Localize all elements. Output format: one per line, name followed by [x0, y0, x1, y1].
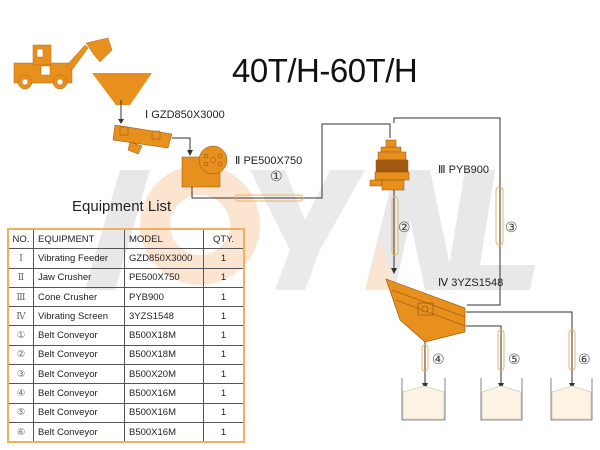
header-qty: QTY.: [203, 228, 245, 250]
cell-equipment: Belt Conveyor: [33, 421, 125, 443]
cell-model: PYB900: [124, 286, 204, 308]
cell-model: B500X20M: [124, 364, 204, 385]
cell-model: 3YZS1548: [124, 306, 204, 327]
cell-no: ⑤: [7, 402, 34, 423]
cell-equipment: Vibrating Screen: [33, 306, 125, 327]
cell-qty: 1: [203, 383, 245, 404]
vibrating-screen-icon: [385, 278, 466, 343]
cell-qty: 1: [203, 306, 245, 327]
conveyor-3-label: ③: [505, 220, 518, 236]
cell-equipment: Cone Crusher: [33, 286, 125, 308]
conveyor-1-label: ①: [270, 169, 283, 185]
cell-no: Ⅳ: [7, 306, 34, 327]
hopper-icon: [92, 73, 152, 105]
cell-no: ③: [7, 364, 34, 385]
cell-equipment: Vibrating Feeder: [33, 248, 125, 269]
cell-qty: 1: [203, 267, 245, 288]
cone-crusher-icon: [369, 139, 410, 191]
vibrating-feeder-icon: [112, 124, 173, 155]
feeder-label: Ⅰ GZD850X3000: [145, 109, 225, 121]
cell-qty: 1: [203, 344, 245, 366]
cell-qty: 1: [203, 325, 245, 346]
cone-crusher-label: Ⅲ PYB900: [438, 164, 490, 176]
cell-equipment: Belt Conveyor: [33, 383, 125, 404]
conveyor-2-label: ②: [398, 220, 411, 236]
header-model: MODEL: [124, 228, 204, 250]
cell-model: B500X16M: [124, 402, 204, 423]
conveyor-4-label: ④: [432, 352, 445, 368]
cell-model: PE500X750: [124, 267, 204, 288]
wheel-loader-icon: [13, 37, 113, 90]
cell-equipment: Belt Conveyor: [33, 344, 125, 366]
cell-no: Ⅲ: [7, 286, 34, 308]
cell-no: ①: [7, 325, 34, 346]
cell-no: Ⅰ: [7, 248, 34, 269]
cell-model: B500X18M: [124, 325, 204, 346]
equipment-list-heading: Equipment List: [72, 198, 172, 215]
cell-model: B500X18M: [124, 344, 204, 366]
stockpile-bins: [401, 378, 593, 421]
cell-equipment: Belt Conveyor: [33, 402, 125, 423]
cell-no: ②: [7, 344, 34, 366]
table-header-row: NO. EQUIPMENT MODEL QTY.: [7, 228, 245, 250]
cell-no: ④: [7, 383, 34, 404]
header-equipment: EQUIPMENT: [33, 228, 125, 250]
cell-equipment: Belt Conveyor: [33, 364, 125, 385]
cell-equipment: Belt Conveyor: [33, 325, 125, 346]
cell-equipment: Jaw Crusher: [33, 267, 125, 288]
cell-model: GZD850X3000: [124, 248, 204, 269]
page-title: 40T/H-60T/H: [232, 52, 418, 89]
jaw-crusher-label: Ⅱ PE500X750: [235, 155, 303, 167]
cell-no: ⑥: [7, 421, 34, 443]
cell-qty: 1: [203, 402, 245, 423]
cell-qty: 1: [203, 421, 245, 443]
conveyor-5-label: ⑤: [508, 352, 521, 368]
header-no: NO.: [7, 228, 34, 250]
cell-model: B500X16M: [124, 383, 204, 404]
vibrating-screen-label: Ⅳ 3YZS1548: [438, 277, 504, 289]
cell-qty: 1: [203, 248, 245, 269]
cell-qty: 1: [203, 364, 245, 385]
cell-qty: 1: [203, 286, 245, 308]
cell-model: B500X16M: [124, 421, 204, 443]
jaw-crusher-icon: [181, 145, 228, 188]
cell-no: Ⅱ: [7, 267, 34, 288]
conveyor-6-label: ⑥: [578, 352, 591, 368]
